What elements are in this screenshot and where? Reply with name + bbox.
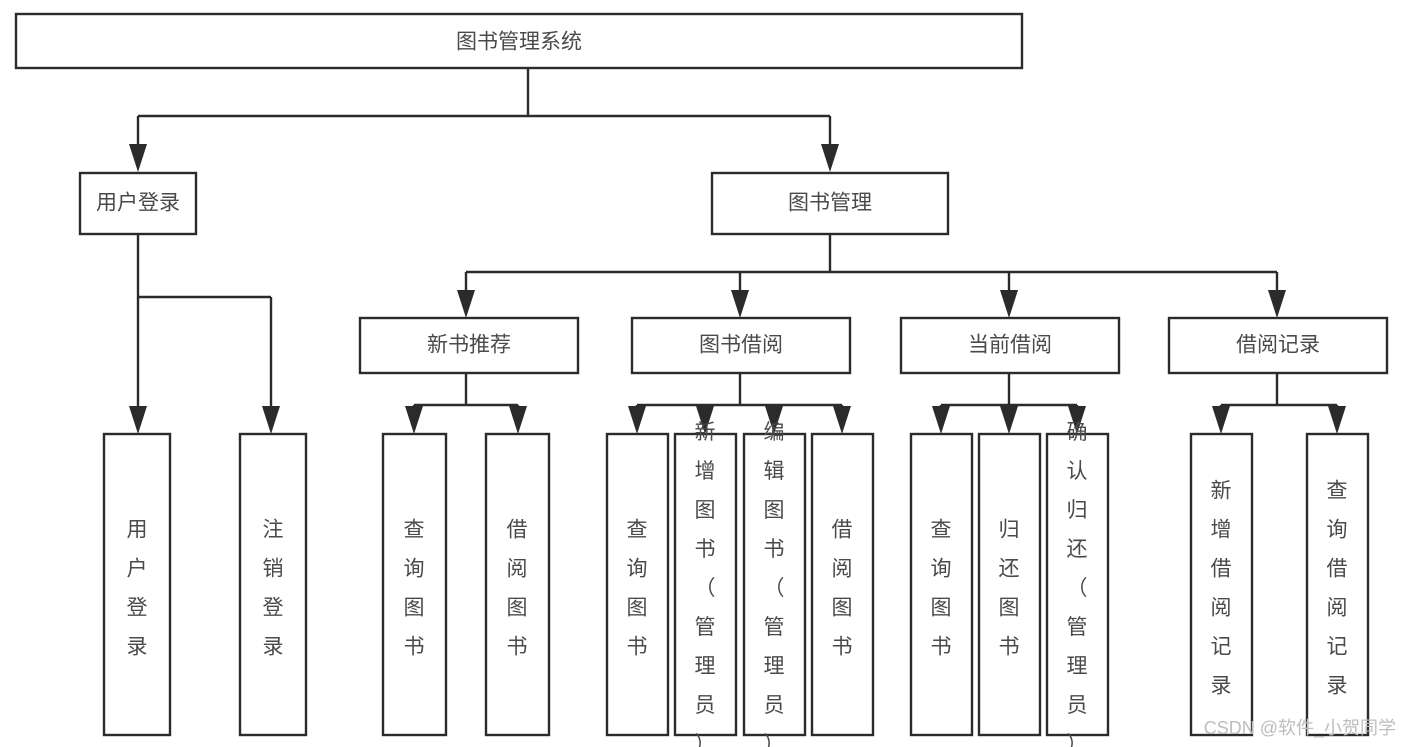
leaf-edit-book-admin-label: 编辑图书（管理员） — [764, 421, 785, 747]
leaf-add-book-admin-box — [673, 432, 738, 737]
leaf-query-book-newbook-box — [381, 432, 448, 737]
node-user-login-box — [78, 171, 198, 236]
leaf-node-add-borrow-record[interactable]: 新增借阅记录 — [1189, 432, 1254, 737]
connector-group-user-login-to-leaves — [129, 234, 280, 434]
arrow-head-leaf-edit-book — [765, 406, 783, 434]
arrow-head-leaf-user-login — [129, 406, 147, 434]
arrow-head-leaf-borrow-book-2 — [833, 406, 851, 434]
leaf-logout-box — [238, 432, 308, 737]
leaf-confirm-return-admin-box — [1045, 432, 1110, 737]
leaf-query-borrow-record-label: 查询借阅记录 — [1327, 479, 1348, 697]
arrow-head-leaf-query-book-2 — [628, 406, 646, 434]
leaf-query-book-current-label: 查询图书 — [931, 518, 952, 658]
leaf-return-book-label: 归还图书 — [999, 518, 1020, 658]
leaf-add-book-admin-label: 新增图书（管理员） — [695, 421, 716, 747]
node-book-borrow[interactable]: 图书借阅 — [630, 316, 852, 375]
leaf-node-confirm-return-admin[interactable]: 确认归还（管理员） — [1045, 421, 1110, 747]
leaf-query-book-borrow-label: 查询图书 — [627, 518, 648, 658]
arrow-head-user-login — [129, 144, 147, 172]
leaf-add-borrow-record-label: 新增借阅记录 — [1211, 479, 1232, 697]
arrow-head-book-borrow — [731, 290, 749, 318]
node-current-borrow[interactable]: 当前借阅 — [899, 316, 1121, 375]
leaf-node-logout[interactable]: 注销登录 — [238, 432, 308, 737]
leaf-confirm-return-admin-label: 确认归还（管理员） — [1067, 421, 1088, 747]
leaf-borrow-book-newbook-box — [484, 432, 551, 737]
csdn-watermark: CSDN @软件_小贺同学 — [1204, 718, 1396, 739]
arrow-head-new-book — [457, 290, 475, 318]
leaf-node-add-book-admin[interactable]: 新增图书（管理员） — [673, 421, 738, 747]
leaf-borrow-book-borrow-box — [810, 432, 875, 737]
leaf-node-return-book[interactable]: 归还图书 — [977, 432, 1042, 737]
node-root-box — [14, 12, 1024, 70]
leaf-node-edit-book-admin[interactable]: 编辑图书（管理员） — [742, 421, 807, 747]
connector-group-book-borrow-to-leaves — [628, 373, 851, 434]
arrow-head-leaf-logout — [262, 406, 280, 434]
leaf-edit-book-admin-box — [742, 432, 807, 737]
leaf-borrow-book-borrow-label: 借阅图书 — [832, 518, 853, 658]
node-book-management-label: 图书管理 — [788, 192, 872, 215]
leaf-node-user-login[interactable]: 用户登录 — [102, 432, 172, 737]
leaf-query-book-newbook-label: 查询图书 — [404, 518, 425, 658]
leaf-node-query-book-borrow[interactable]: 查询图书 — [605, 432, 670, 737]
leaf-user-login-label: 用户登录 — [127, 518, 148, 658]
arrow-head-book-management — [821, 144, 839, 172]
node-book-borrow-label: 图书借阅 — [699, 334, 783, 357]
leaf-user-login-box — [102, 432, 172, 737]
node-book-management[interactable]: 图书管理 — [710, 171, 950, 236]
node-new-book-recommend-label: 新书推荐 — [427, 334, 511, 357]
connector-group-book-management-to-level3 — [457, 234, 1286, 318]
leaf-node-borrow-book-newbook[interactable]: 借阅图书 — [484, 432, 551, 737]
leaf-node-borrow-book-borrow[interactable]: 借阅图书 — [810, 432, 875, 737]
leaf-node-query-borrow-record[interactable]: 查询借阅记录 — [1305, 432, 1370, 737]
node-root-library-system[interactable]: 图书管理系统 — [14, 12, 1024, 70]
arrow-head-borrow-record — [1268, 290, 1286, 318]
leaf-query-book-current-box — [909, 432, 974, 737]
node-current-borrow-box — [899, 316, 1121, 375]
connector-group-root-to-level2 — [129, 68, 839, 172]
arrow-head-leaf-return-book — [1000, 406, 1018, 434]
leaf-borrow-book-newbook-label: 借阅图书 — [507, 518, 528, 658]
node-current-borrow-label: 当前借阅 — [968, 334, 1052, 357]
node-borrow-record[interactable]: 借阅记录 — [1167, 316, 1389, 375]
node-new-book-recommend[interactable]: 新书推荐 — [358, 316, 580, 375]
leaf-logout-label: 注销登录 — [263, 518, 284, 658]
arrow-head-leaf-add-book — [696, 406, 714, 434]
node-root-label: 图书管理系统 — [456, 31, 582, 54]
node-borrow-record-label: 借阅记录 — [1236, 334, 1320, 357]
arrow-head-leaf-borrow-book-1 — [509, 406, 527, 434]
leaf-return-book-box — [977, 432, 1042, 737]
connector-group-current-borrow-to-leaves — [932, 373, 1086, 434]
leaf-query-borrow-record-box — [1305, 432, 1370, 737]
leaf-node-query-book-newbook[interactable]: 查询图书 — [381, 432, 448, 737]
leaf-node-query-book-current[interactable]: 查询图书 — [909, 432, 974, 737]
arrow-head-leaf-add-record — [1212, 406, 1230, 434]
node-book-management-box — [710, 171, 950, 236]
arrow-head-leaf-query-book-3 — [932, 406, 950, 434]
node-borrow-record-box — [1167, 316, 1389, 375]
connector-group-new-book-to-leaves — [405, 373, 527, 434]
node-new-book-recommend-box — [358, 316, 580, 375]
arrow-head-current-borrow — [1000, 290, 1018, 318]
connector-group-borrow-record-to-leaves — [1212, 373, 1346, 434]
leaf-add-borrow-record-box — [1189, 432, 1254, 737]
arrow-head-leaf-query-book-1 — [405, 406, 423, 434]
node-user-login[interactable]: 用户登录 — [78, 171, 198, 236]
arrow-head-leaf-confirm-return — [1068, 406, 1086, 434]
arrow-head-leaf-query-record — [1328, 406, 1346, 434]
node-user-login-label: 用户登录 — [96, 192, 180, 215]
leaf-query-book-borrow-box — [605, 432, 670, 737]
node-book-borrow-box — [630, 316, 852, 375]
